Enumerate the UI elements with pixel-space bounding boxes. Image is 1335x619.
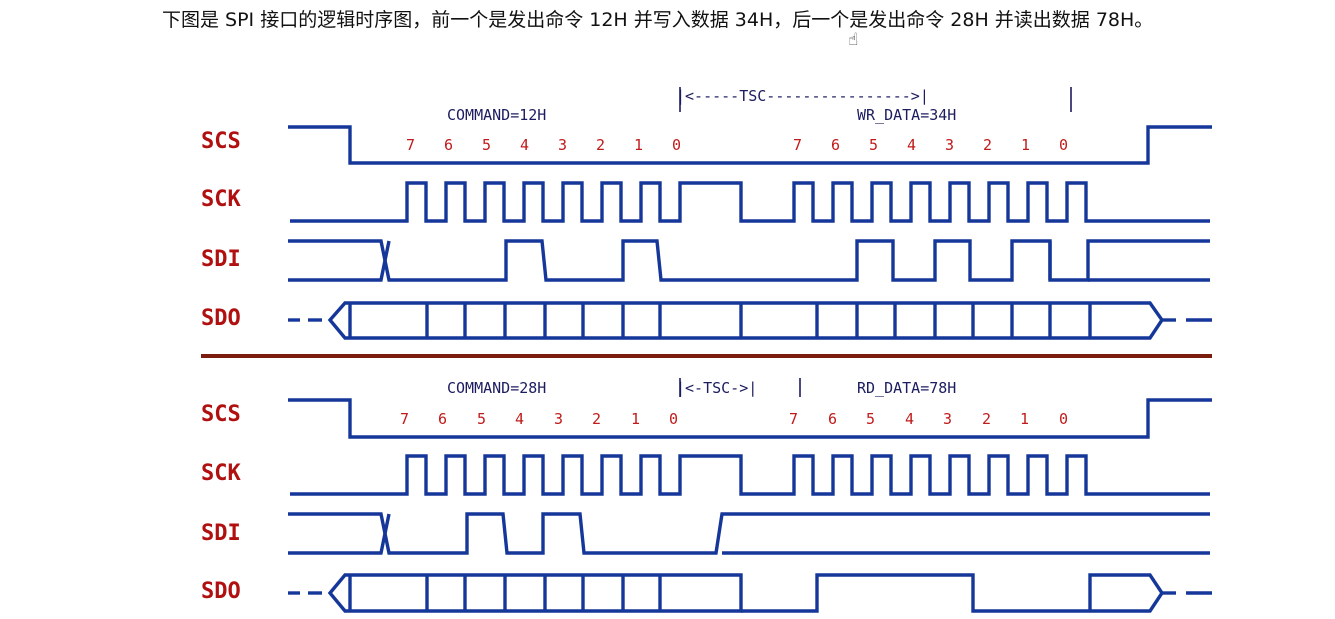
write-cmd-bit-2: 2 <box>596 136 605 154</box>
write-data-bit-0: 0 <box>1059 136 1068 154</box>
write-sck-trace <box>290 181 1210 223</box>
write-data-bit-5: 5 <box>869 136 878 154</box>
write-sck-label: SCK <box>201 187 241 212</box>
hand-pointer-icon: ☝ <box>848 30 859 50</box>
write-sdo-label: SDO <box>201 306 241 331</box>
read-cycle: COMMAND=28H |<-TSC->| RD_DATA=78H SCS SC… <box>201 378 1212 613</box>
write-cycle: COMMAND=12H |<-----TSC---------------->|… <box>201 87 1212 340</box>
read-command-label: COMMAND=28H <box>447 379 546 397</box>
read-sck-trace <box>290 454 1210 496</box>
read-cmd-bit-2: 2 <box>592 410 601 428</box>
write-data-bit-1: 1 <box>1021 136 1030 154</box>
read-data-bit-4: 4 <box>905 410 914 428</box>
read-sck-label: SCK <box>201 461 241 486</box>
write-data-bit-2: 2 <box>983 136 992 154</box>
write-cmd-bit-7: 7 <box>406 136 415 154</box>
write-cmd-bit-4: 4 <box>520 136 529 154</box>
write-scs-trace <box>288 125 1212 165</box>
read-data-bit-0: 0 <box>1059 410 1068 428</box>
read-scs-trace <box>288 398 1212 439</box>
write-sdo-trace <box>288 301 1212 340</box>
intro-paragraph: 下图是 SPI 接口的逻辑时序图，前一个是发出命令 12H 并写入数据 34H，… <box>110 6 1320 34</box>
write-data-bit-7: 7 <box>793 136 802 154</box>
cycle-divider <box>201 354 1212 358</box>
read-sdo-label: SDO <box>201 579 241 604</box>
write-cmd-bit-1: 1 <box>634 136 643 154</box>
read-data-bit-1: 1 <box>1020 410 1029 428</box>
read-data-bit-6: 6 <box>828 410 837 428</box>
write-cmd-bit-5: 5 <box>482 136 491 154</box>
write-cmd-bit-0: 0 <box>672 136 681 154</box>
read-cmd-bit-5: 5 <box>477 410 486 428</box>
write-data-bit-6: 6 <box>831 136 840 154</box>
write-data-bit-3: 3 <box>945 136 954 154</box>
write-sdi-trace <box>288 239 1210 282</box>
read-cmd-bit-0: 0 <box>669 410 678 428</box>
write-sdi-label: SDI <box>201 247 241 272</box>
read-data-bit-2: 2 <box>982 410 991 428</box>
read-cmd-bit-4: 4 <box>515 410 524 428</box>
read-data-label: RD_DATA=78H <box>857 379 956 397</box>
write-command-label: COMMAND=12H <box>447 106 546 124</box>
read-cmd-bit-3: 3 <box>554 410 563 428</box>
read-tsc-label: |<-TSC->| <box>676 379 757 397</box>
write-cmd-bit-3: 3 <box>558 136 567 154</box>
write-cmd-bit-6: 6 <box>444 136 453 154</box>
intro-text: 下图是 SPI 接口的逻辑时序图，前一个是发出命令 12H 并写入数据 34H，… <box>162 9 1154 31</box>
read-cmd-bit-1: 1 <box>631 410 640 428</box>
read-sdi-trace <box>288 512 1210 555</box>
read-data-bit-5: 5 <box>866 410 875 428</box>
read-cmd-bit-7: 7 <box>400 410 409 428</box>
read-data-bit-3: 3 <box>943 410 952 428</box>
write-data-bit-4: 4 <box>907 136 916 154</box>
write-tsc-label: |<-----TSC---------------->| <box>676 87 929 105</box>
read-sdo-trace <box>288 573 1212 613</box>
read-scs-label: SCS <box>201 402 241 427</box>
write-scs-label: SCS <box>201 129 241 154</box>
read-sdi-label: SDI <box>201 521 241 546</box>
read-cmd-bit-6: 6 <box>438 410 447 428</box>
read-data-bit-7: 7 <box>789 410 798 428</box>
write-data-label: WR_DATA=34H <box>857 106 956 124</box>
